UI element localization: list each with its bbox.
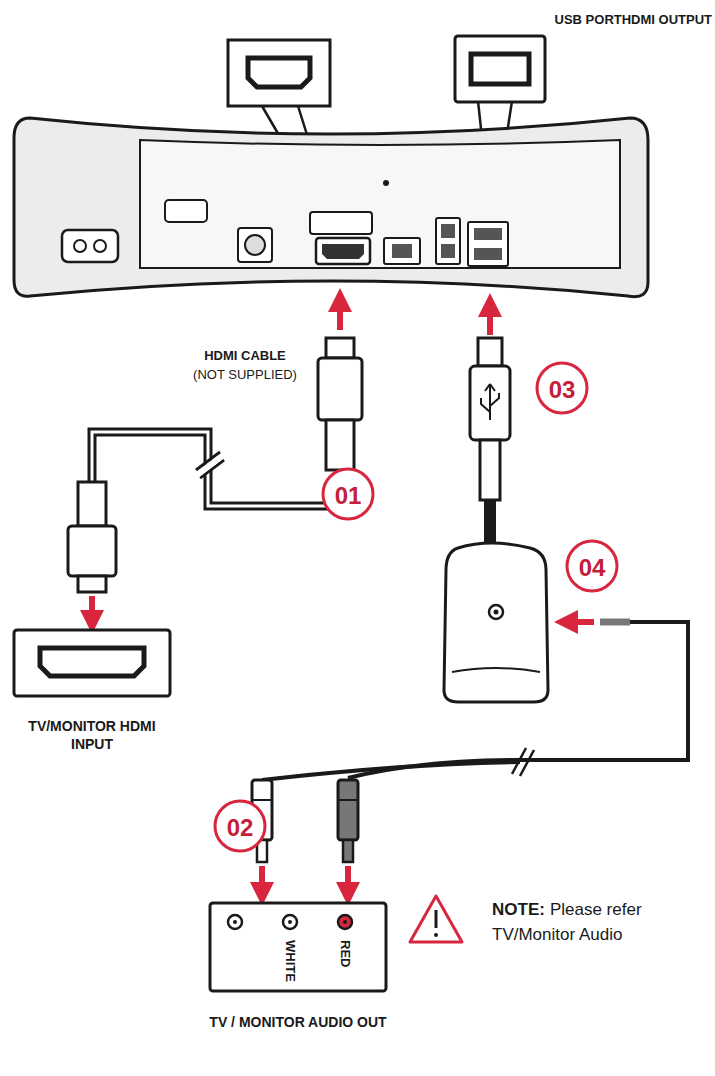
jack-center — [233, 920, 237, 924]
hdmi-plug — [68, 482, 116, 592]
usb-port-icon — [471, 54, 529, 84]
hdmi-input-port — [14, 630, 170, 696]
jack-label: RED — [337, 940, 353, 967]
callout-circle — [215, 363, 617, 851]
audio-cable — [262, 622, 688, 780]
note-text: Please refer TV/Monitor Audio — [492, 898, 708, 947]
console-back — [14, 118, 648, 297]
direction-arrow — [92, 300, 594, 894]
warning-symbol — [410, 896, 462, 942]
port-callout-box: USB PORTHDMI OUTPUT — [450, 12, 712, 107]
cable-note: (NOT SUPPLIED) — [170, 366, 320, 385]
rca-plug — [252, 780, 358, 862]
hdmi-plug — [318, 338, 362, 470]
port-heading: TV / MONITOR AUDIO OUT — [200, 1014, 396, 1032]
jack-center — [343, 920, 347, 924]
usb-adapter — [444, 338, 548, 702]
port-box — [455, 36, 545, 102]
callout-number: 03 — [537, 373, 587, 408]
jack-label: WHITE — [282, 940, 298, 982]
callout-number: 02 — [215, 811, 265, 846]
callout-number: 04 — [567, 551, 617, 586]
note-heading: NOTE: — [492, 898, 545, 923]
audio-jack — [283, 915, 297, 929]
audio-jack — [228, 915, 242, 929]
tv-audio-out: TV / MONITOR AUDIO OUT WHITE RED — [200, 898, 396, 1058]
port-box — [210, 903, 386, 991]
port-heading: USB PORTHDMI OUTPUT — [450, 12, 712, 28]
port-outline — [200, 898, 396, 1058]
port-heading: TV/MONITOR HDMI INPUT — [8, 718, 176, 753]
tv-hdmi-input: TV/MONITOR HDMI INPUT — [8, 626, 176, 756]
cable-label: HDMI CABLE — [180, 347, 310, 366]
callout-number: 01 — [323, 479, 373, 514]
jack-center — [288, 920, 292, 924]
audio-jack — [338, 915, 352, 929]
hdmi-cable — [92, 432, 340, 506]
